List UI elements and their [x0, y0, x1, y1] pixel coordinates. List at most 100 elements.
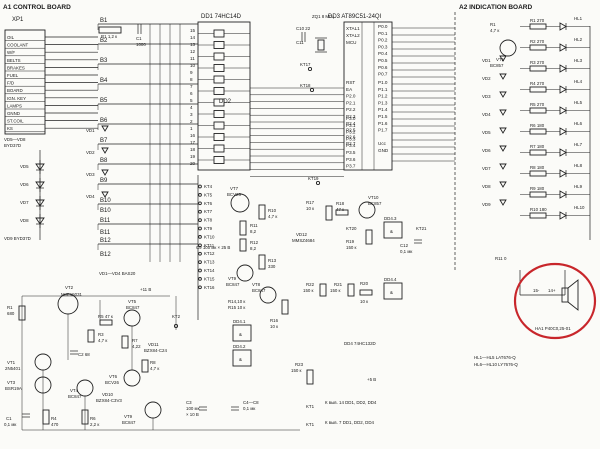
vd10-type: BZX84-C3V3 — [96, 398, 122, 403]
vt5-label: VT5 — [128, 299, 137, 304]
diode-symbol — [101, 147, 109, 154]
test-point — [198, 235, 202, 239]
kt1-label-2: KT1 — [306, 422, 315, 427]
dd3-pin-label: P3.3 — [346, 136, 356, 141]
hl-label: HL2 — [574, 37, 583, 42]
vd9-label: VD9 BYD37D — [4, 236, 31, 241]
nand-gate — [232, 324, 252, 342]
dd1-chip: DD1 74HC14D — [197, 14, 251, 171]
bus-label-low-b12: B12 — [100, 252, 111, 258]
dd3-pin-label: P2.7 — [346, 141, 356, 146]
vd-label-vd4: VD4 — [86, 194, 95, 199]
pin-number: 1 — [190, 126, 193, 131]
pin-number: 13 — [190, 42, 196, 47]
led-symbol — [559, 190, 567, 199]
vt4-label: VT4 — [70, 388, 79, 393]
dd3-pin-label: P3.5 — [346, 150, 356, 155]
ind-vd-label: VD6 — [482, 148, 491, 153]
kt20-label: KT20 — [346, 226, 357, 231]
r18-value: 47 к — [336, 207, 344, 212]
vt8-transistor: VT8 BC847 — [252, 282, 277, 304]
led-symbol — [559, 64, 567, 73]
r22-label: R22 — [306, 282, 315, 287]
vt7-type: BCV26 — [227, 192, 241, 197]
ind-diode — [499, 181, 507, 188]
vt1-ind: VT1 BC857 — [490, 39, 517, 68]
kt2: KT2 — [172, 314, 181, 329]
pin-number: 4 — [190, 105, 193, 110]
r1-top: R1 1,2 к — [98, 26, 122, 39]
kt-label-kt11: KT11 — [204, 243, 215, 248]
pin-number: 8 — [190, 77, 193, 82]
vt3-type: BSR19A — [5, 386, 22, 391]
r11-mid: R11 8,2 — [239, 220, 258, 236]
vt3-label: VT3 — [7, 380, 16, 385]
lower-left-wiring — [21, 295, 300, 431]
vd5-vd8-type: BYD37D — [4, 143, 21, 148]
dd3-pin-label: P0.6 — [378, 65, 388, 70]
pin-number: 6 — [190, 91, 193, 96]
ind-vd-label: VD1 — [482, 58, 491, 63]
dd3-pin-label: P1.6 — [378, 121, 388, 126]
r7-label: R7 — [132, 338, 138, 343]
connector-pin-label: BRAKES — [7, 65, 25, 70]
diode-symbol — [101, 191, 109, 198]
dd2-label: DD2 — [219, 99, 232, 105]
dd2-chip: DD2 — [219, 99, 232, 105]
schmitt-gate — [213, 29, 225, 38]
bus-label-b3: B3 — [100, 58, 108, 64]
connector-pin-label: ST.COIL — [7, 119, 24, 124]
vt6-type: BCV26 — [105, 380, 119, 385]
dd3-pin-label: P0.4 — [378, 51, 388, 56]
vt10-label: VT10 — [368, 195, 379, 200]
c3-rating: × 10 В — [186, 412, 199, 417]
vd-label-vd2: VD2 — [86, 150, 95, 155]
connector-wires — [45, 36, 98, 129]
r15-label: R15 10 к — [228, 305, 245, 310]
buzzer-pin-plus: 14+ — [548, 288, 556, 293]
kt-label-kt13: KT13 — [204, 260, 215, 265]
r1-ind-value: 4,7 к — [490, 28, 499, 33]
diode-label-vd5: VD5 — [20, 164, 29, 169]
r4: R4 470 — [42, 409, 59, 427]
ind-diode — [499, 145, 507, 152]
test-point — [198, 251, 202, 256]
ind-resistor-label: R7 180 — [530, 144, 545, 149]
ind-resistor-label: R2 270 — [530, 39, 545, 44]
dd3-pin-label: EA — [346, 87, 353, 92]
r11b-label: R11 0 — [495, 256, 507, 261]
schmitt-gate — [213, 52, 225, 61]
schmitt-gate — [213, 41, 225, 49]
ind-resistor — [529, 149, 547, 156]
schmitt-gate — [213, 156, 225, 164]
r23: R23 150 к — [291, 362, 314, 385]
ind-resistor — [529, 107, 547, 114]
kt1-label: KT1 — [306, 404, 315, 409]
dd3-pin-label: RST — [346, 80, 355, 85]
r5: R5 47 к — [98, 314, 113, 326]
r16-value: 10 к — [270, 324, 278, 329]
led-symbol — [559, 211, 567, 220]
test-point — [198, 277, 202, 281]
test-point — [198, 268, 202, 273]
dd3-pin-label: P2.4 — [346, 121, 356, 126]
schmitt-gate — [213, 87, 225, 95]
r7-value: 4,22 — [132, 344, 141, 349]
ind-diode — [499, 55, 507, 62]
r8-value: 4,7 к — [150, 366, 159, 371]
dd3-pin-label: P0.7 — [378, 72, 388, 77]
r8: R8 4,7 к — [141, 359, 159, 373]
r13-value: 330 — [268, 264, 276, 269]
vd11-label: VD11 — [148, 342, 159, 347]
r23-label: R23 — [295, 362, 304, 367]
gate-and-symbol: & — [239, 357, 242, 362]
c10-label: C10 22 — [296, 26, 311, 31]
bus-label-b1: B1 — [100, 18, 108, 24]
gate-label: DD4.2 — [233, 344, 246, 349]
vd10: VD10 BZX84-C3V3 — [96, 392, 122, 403]
test-point — [198, 209, 202, 214]
c12: C12 0,1 мк — [400, 239, 422, 254]
ind-vd-label: VD4 — [482, 112, 491, 117]
